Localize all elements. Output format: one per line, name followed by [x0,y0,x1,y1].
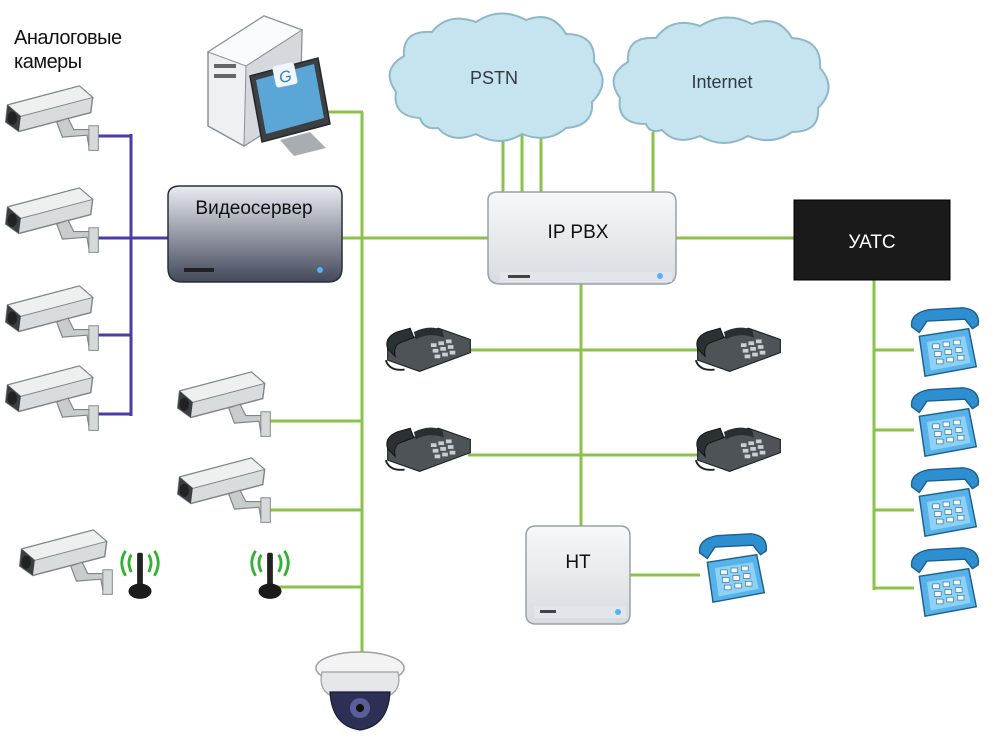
wireless-camera-1 [18,529,114,596]
ethernet-links [268,110,914,662]
analog-camera-4 [4,365,100,432]
ip-pbx-device: IP PBX [487,191,677,285]
uats-telephone-1 [910,307,980,377]
desk-phone-4 [694,426,782,473]
videoserver-device: Видеосервер [167,185,343,283]
dome-camera-icon [315,651,405,731]
diagram-heading: Аналоговые камеры [14,26,154,74]
desk-phone-3 [694,326,782,373]
uats-telephone-2 [910,387,980,457]
heading-line-2: камеры [14,51,82,73]
ht-device: HT [525,525,631,625]
ht-label: HT [565,552,591,573]
analog-camera-2 [4,187,100,254]
desk-phone-1 [384,326,472,373]
videoserver-label: Видеосервер [195,198,312,219]
computer-icon: G [206,15,331,156]
pstn-label: PSTN [470,68,518,88]
svg-text:G: G [278,68,294,87]
analog-camera-1 [4,85,100,152]
internet-label: Internet [691,72,752,92]
internet-cloud: Internet [612,16,830,144]
ip-camera-2 [176,457,272,524]
uats-telephone-4 [910,547,980,617]
ht-telephone-icon [698,533,768,603]
uats-device: УАТС [793,199,951,281]
desk-phone-2 [384,426,472,473]
ip-camera-1 [176,371,272,438]
uats-telephone-3 [910,467,980,537]
heading-line-1: Аналоговые [14,27,122,49]
wireless-antenna-icon [120,549,160,601]
analog-camera-links [96,134,168,416]
wireless-antenna-icon [250,549,290,601]
uats-label: УАТС [848,232,895,253]
pstn-cloud: PSTN [388,12,604,142]
ip-pbx-label: IP PBX [548,222,609,243]
analog-camera-3 [4,285,100,352]
